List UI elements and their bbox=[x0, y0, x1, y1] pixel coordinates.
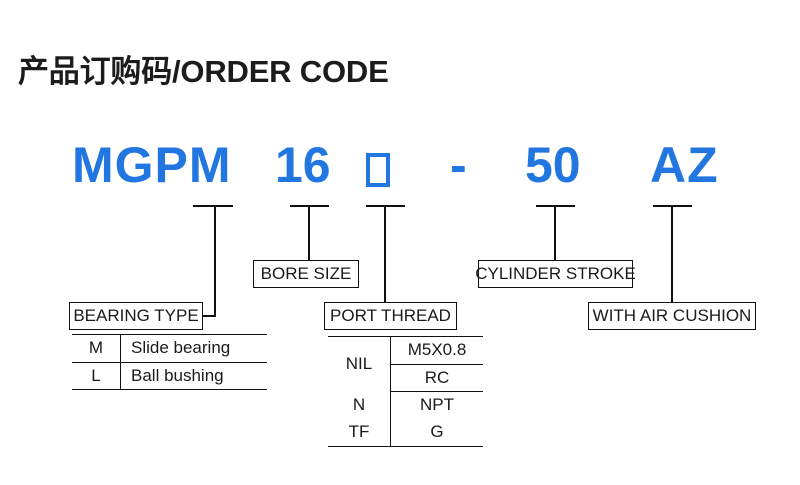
connector-drop-stroke bbox=[554, 205, 556, 261]
callout-box-port-thread: PORT THREAD bbox=[324, 302, 457, 330]
bearing-type-options-table: M Slide bearing L Ball bushing bbox=[72, 334, 267, 391]
port-value-cell: RC bbox=[390, 363, 483, 393]
code-token-bearing: MGPM bbox=[72, 137, 232, 193]
bearing-desc-cell: Slide bearing bbox=[120, 334, 267, 363]
table-row: M Slide bearing bbox=[72, 334, 267, 363]
code-token-bore: 16 bbox=[275, 137, 331, 193]
connector-elbow-bearing bbox=[202, 315, 216, 317]
table-row: RC bbox=[328, 363, 483, 393]
bearing-code-cell: M bbox=[72, 334, 121, 363]
table-row: N NPT bbox=[328, 391, 483, 419]
page-title: 产品订购码/ORDER CODE bbox=[18, 54, 389, 89]
port-thread-options-table: NIL M5X0.8 RC N NPT TF G bbox=[328, 335, 483, 447]
table-row: TF G bbox=[328, 418, 483, 447]
bearing-code-cell: L bbox=[72, 362, 121, 391]
code-token-dash: - bbox=[450, 137, 467, 193]
callout-box-air-cushion: WITH AIR CUSHION bbox=[588, 302, 756, 330]
code-token-cushion: AZ bbox=[650, 137, 719, 193]
table-row: NIL M5X0.8 bbox=[328, 335, 483, 392]
port-code-cell: TF bbox=[328, 418, 391, 447]
callout-box-cylinder-stroke: CYLINDER STROKE bbox=[475, 260, 636, 288]
connector-drop-cushion bbox=[671, 205, 673, 303]
connector-tick-bearing bbox=[193, 205, 233, 207]
callout-box-bore-size: BORE SIZE bbox=[253, 260, 359, 288]
connector-drop-port bbox=[384, 205, 386, 303]
code-token-port-square-icon bbox=[366, 153, 390, 187]
table-row: L Ball bushing bbox=[72, 362, 267, 391]
port-value-cell: NPT bbox=[390, 391, 483, 419]
code-token-stroke: 50 bbox=[525, 137, 581, 193]
callout-box-bearing-type: BEARING TYPE bbox=[69, 302, 203, 330]
connector-drop-bore bbox=[308, 205, 310, 261]
port-value-cell: G bbox=[390, 418, 483, 447]
connector-drop-bearing bbox=[214, 205, 216, 316]
port-code-cell: N bbox=[352, 395, 366, 415]
port-code-cell: NIL bbox=[328, 335, 391, 392]
bearing-desc-cell: Ball bushing bbox=[120, 362, 267, 391]
port-value-cell: M5X0.8 bbox=[390, 336, 483, 365]
